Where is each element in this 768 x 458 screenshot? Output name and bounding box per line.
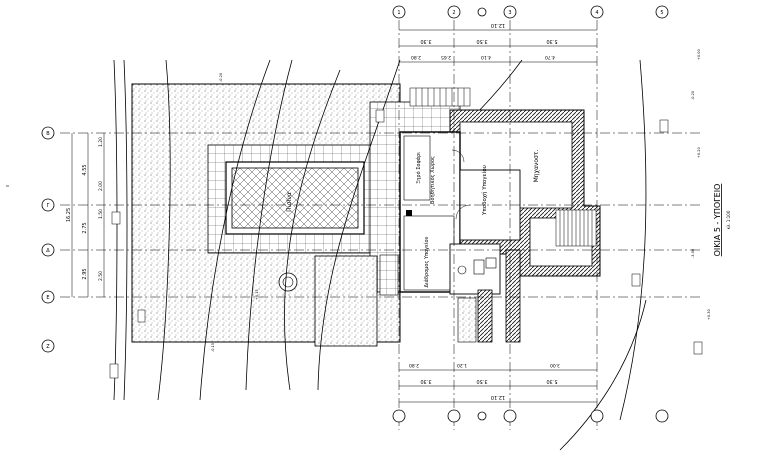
title-block: ΟΙΚΙΑ 5 - ΥΠΟΓΕΙΟ κλ. 1:100 bbox=[713, 184, 731, 257]
dim-left-row1-c: 2.95 bbox=[82, 268, 88, 279]
grid-lines bbox=[60, 20, 700, 430]
dim-bottom-row1-b: 3.50 bbox=[476, 378, 487, 384]
dim-left-row2-a: 1.20 bbox=[98, 137, 104, 147]
room-label-wc: Ξηρό Σοφάρι bbox=[415, 152, 422, 184]
dim-top-row2-b: 2.65 bbox=[441, 54, 451, 60]
dim-left-row1-b: 2.75 bbox=[82, 222, 88, 233]
dim-bottom-total: 12.10 bbox=[491, 394, 505, 400]
grid-bubbles-bottom bbox=[392, 409, 669, 423]
grid-label-5: 5 bbox=[660, 10, 663, 16]
building: Ξηρό Σοφάρι Βοηθητικός Χώρος Υποδοχή Υπο… bbox=[379, 87, 601, 343]
dim-left-row2-b: 2.00 bbox=[98, 181, 104, 191]
grid-label-E: Ε bbox=[46, 295, 49, 301]
dim-left-total: 16.25 bbox=[66, 208, 72, 222]
room-label-stair-hall: Υποδοχή Υπογείου bbox=[481, 165, 488, 216]
elev-7: +0.15 bbox=[255, 289, 259, 300]
round-feature bbox=[278, 272, 298, 292]
grid-label-Z: Ζ bbox=[46, 344, 50, 350]
grid-label-4: 4 bbox=[595, 10, 598, 16]
drawing-scale: κλ. 1:100 bbox=[726, 210, 731, 229]
grid-label-B: Β bbox=[46, 131, 50, 137]
grid-label-D: Δ bbox=[46, 248, 50, 254]
dim-top-row2-a: 2.80 bbox=[411, 54, 421, 60]
contour-lines bbox=[113, 59, 647, 451]
dim-top-total: 12.10 bbox=[491, 22, 505, 28]
grid-bubbles-top bbox=[392, 5, 669, 19]
elev-1: +0.00 bbox=[697, 49, 701, 60]
room-label-garage: Μηχανοστ. bbox=[533, 150, 540, 183]
stair bbox=[555, 209, 597, 247]
room-label-hall: Διάδρομος Υπογείου bbox=[423, 236, 430, 287]
dim-top-row2-c: 4.10 bbox=[481, 54, 491, 60]
elev-2: -0.20 bbox=[691, 91, 695, 100]
elevation-markers: +0.00 -0.20 +0.20 -3.00 +0.30 -0.20 +0.1… bbox=[109, 49, 711, 379]
dimension-left bbox=[71, 133, 105, 297]
dim-bottom-row2-c: 3.00 bbox=[550, 362, 560, 368]
dim-top-row1-a: 3.30 bbox=[420, 38, 431, 44]
elev-4: -3.00 bbox=[691, 249, 695, 258]
dim-bottom-row1-c: 5.30 bbox=[546, 378, 557, 384]
dim-left-row2-c: 1.50 bbox=[98, 209, 104, 219]
grid-label-G: Γ bbox=[47, 203, 50, 209]
pool: Πισίνα bbox=[225, 161, 365, 235]
elev-6: -0.20 bbox=[219, 73, 223, 82]
dim-left-row2-d: 2.50 bbox=[98, 271, 104, 281]
drawing-title: ΟΙΚΙΑ 5 - ΥΠΟΓΕΙΟ bbox=[713, 184, 722, 257]
room-label-storage: Βοηθητικός Χώρος bbox=[429, 156, 436, 204]
grid-bubbles-left bbox=[41, 126, 55, 353]
dim-top-row2-d: 4.70 bbox=[545, 54, 555, 60]
dimension-top bbox=[399, 29, 597, 63]
pool-label: Πισίνα bbox=[286, 192, 293, 212]
grid-label-1: 1 bbox=[397, 10, 400, 16]
elev-3: +0.20 bbox=[697, 147, 701, 158]
grid-label-3: 3 bbox=[508, 10, 511, 16]
elev-8: -0.15 bbox=[211, 343, 215, 352]
dim-bottom-row2-b: 1.20 bbox=[457, 362, 467, 368]
dim-top-row1-c: 5.30 bbox=[546, 38, 557, 44]
grid-label-2: 2 bbox=[452, 10, 455, 16]
dim-top-row1-b: 3.50 bbox=[476, 38, 487, 44]
dim-bottom-row2-a: 2.80 bbox=[409, 362, 419, 368]
dim-bottom-row1-a: 3.30 bbox=[420, 378, 431, 384]
elev-5: +0.30 bbox=[707, 309, 711, 320]
dim-left-row1-a: 4.55 bbox=[82, 164, 88, 175]
dimension-bottom bbox=[399, 369, 597, 403]
